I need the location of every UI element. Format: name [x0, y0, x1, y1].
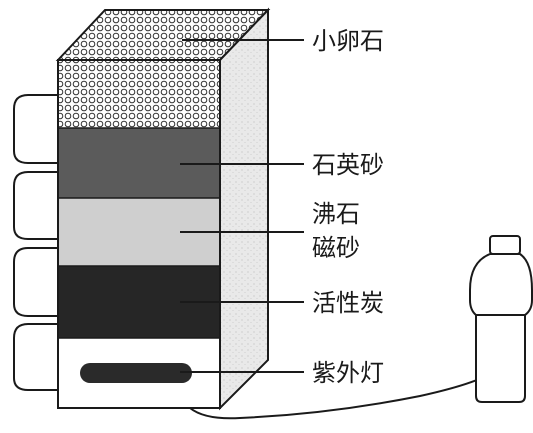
uv-lamp [80, 363, 192, 383]
side-loops [13, 94, 58, 391]
container-side-face [219, 7, 269, 411]
connecting-tube [189, 373, 491, 420]
bottle-cap [489, 235, 521, 255]
leader-lines [180, 39, 304, 373]
loop-2 [13, 171, 58, 240]
pebble-layer [58, 60, 220, 128]
loop-3 [13, 247, 58, 317]
label-uv-lamp: 紫外灯 [312, 359, 384, 387]
label-activated-carbon: 活性炭 [312, 289, 384, 317]
label-quartz-sand: 石英砂 [312, 151, 384, 179]
bottle-body [469, 253, 533, 403]
label-zeolite-line1: 沸石 [312, 200, 360, 228]
label-pebbles: 小卵石 [312, 27, 384, 55]
loop-4 [13, 323, 58, 391]
bottle [469, 235, 533, 403]
container-front-face [57, 59, 221, 409]
front-outline [57, 59, 221, 409]
label-zeolite-line2: 磁砂 [312, 234, 360, 262]
loop-1 [13, 94, 58, 164]
